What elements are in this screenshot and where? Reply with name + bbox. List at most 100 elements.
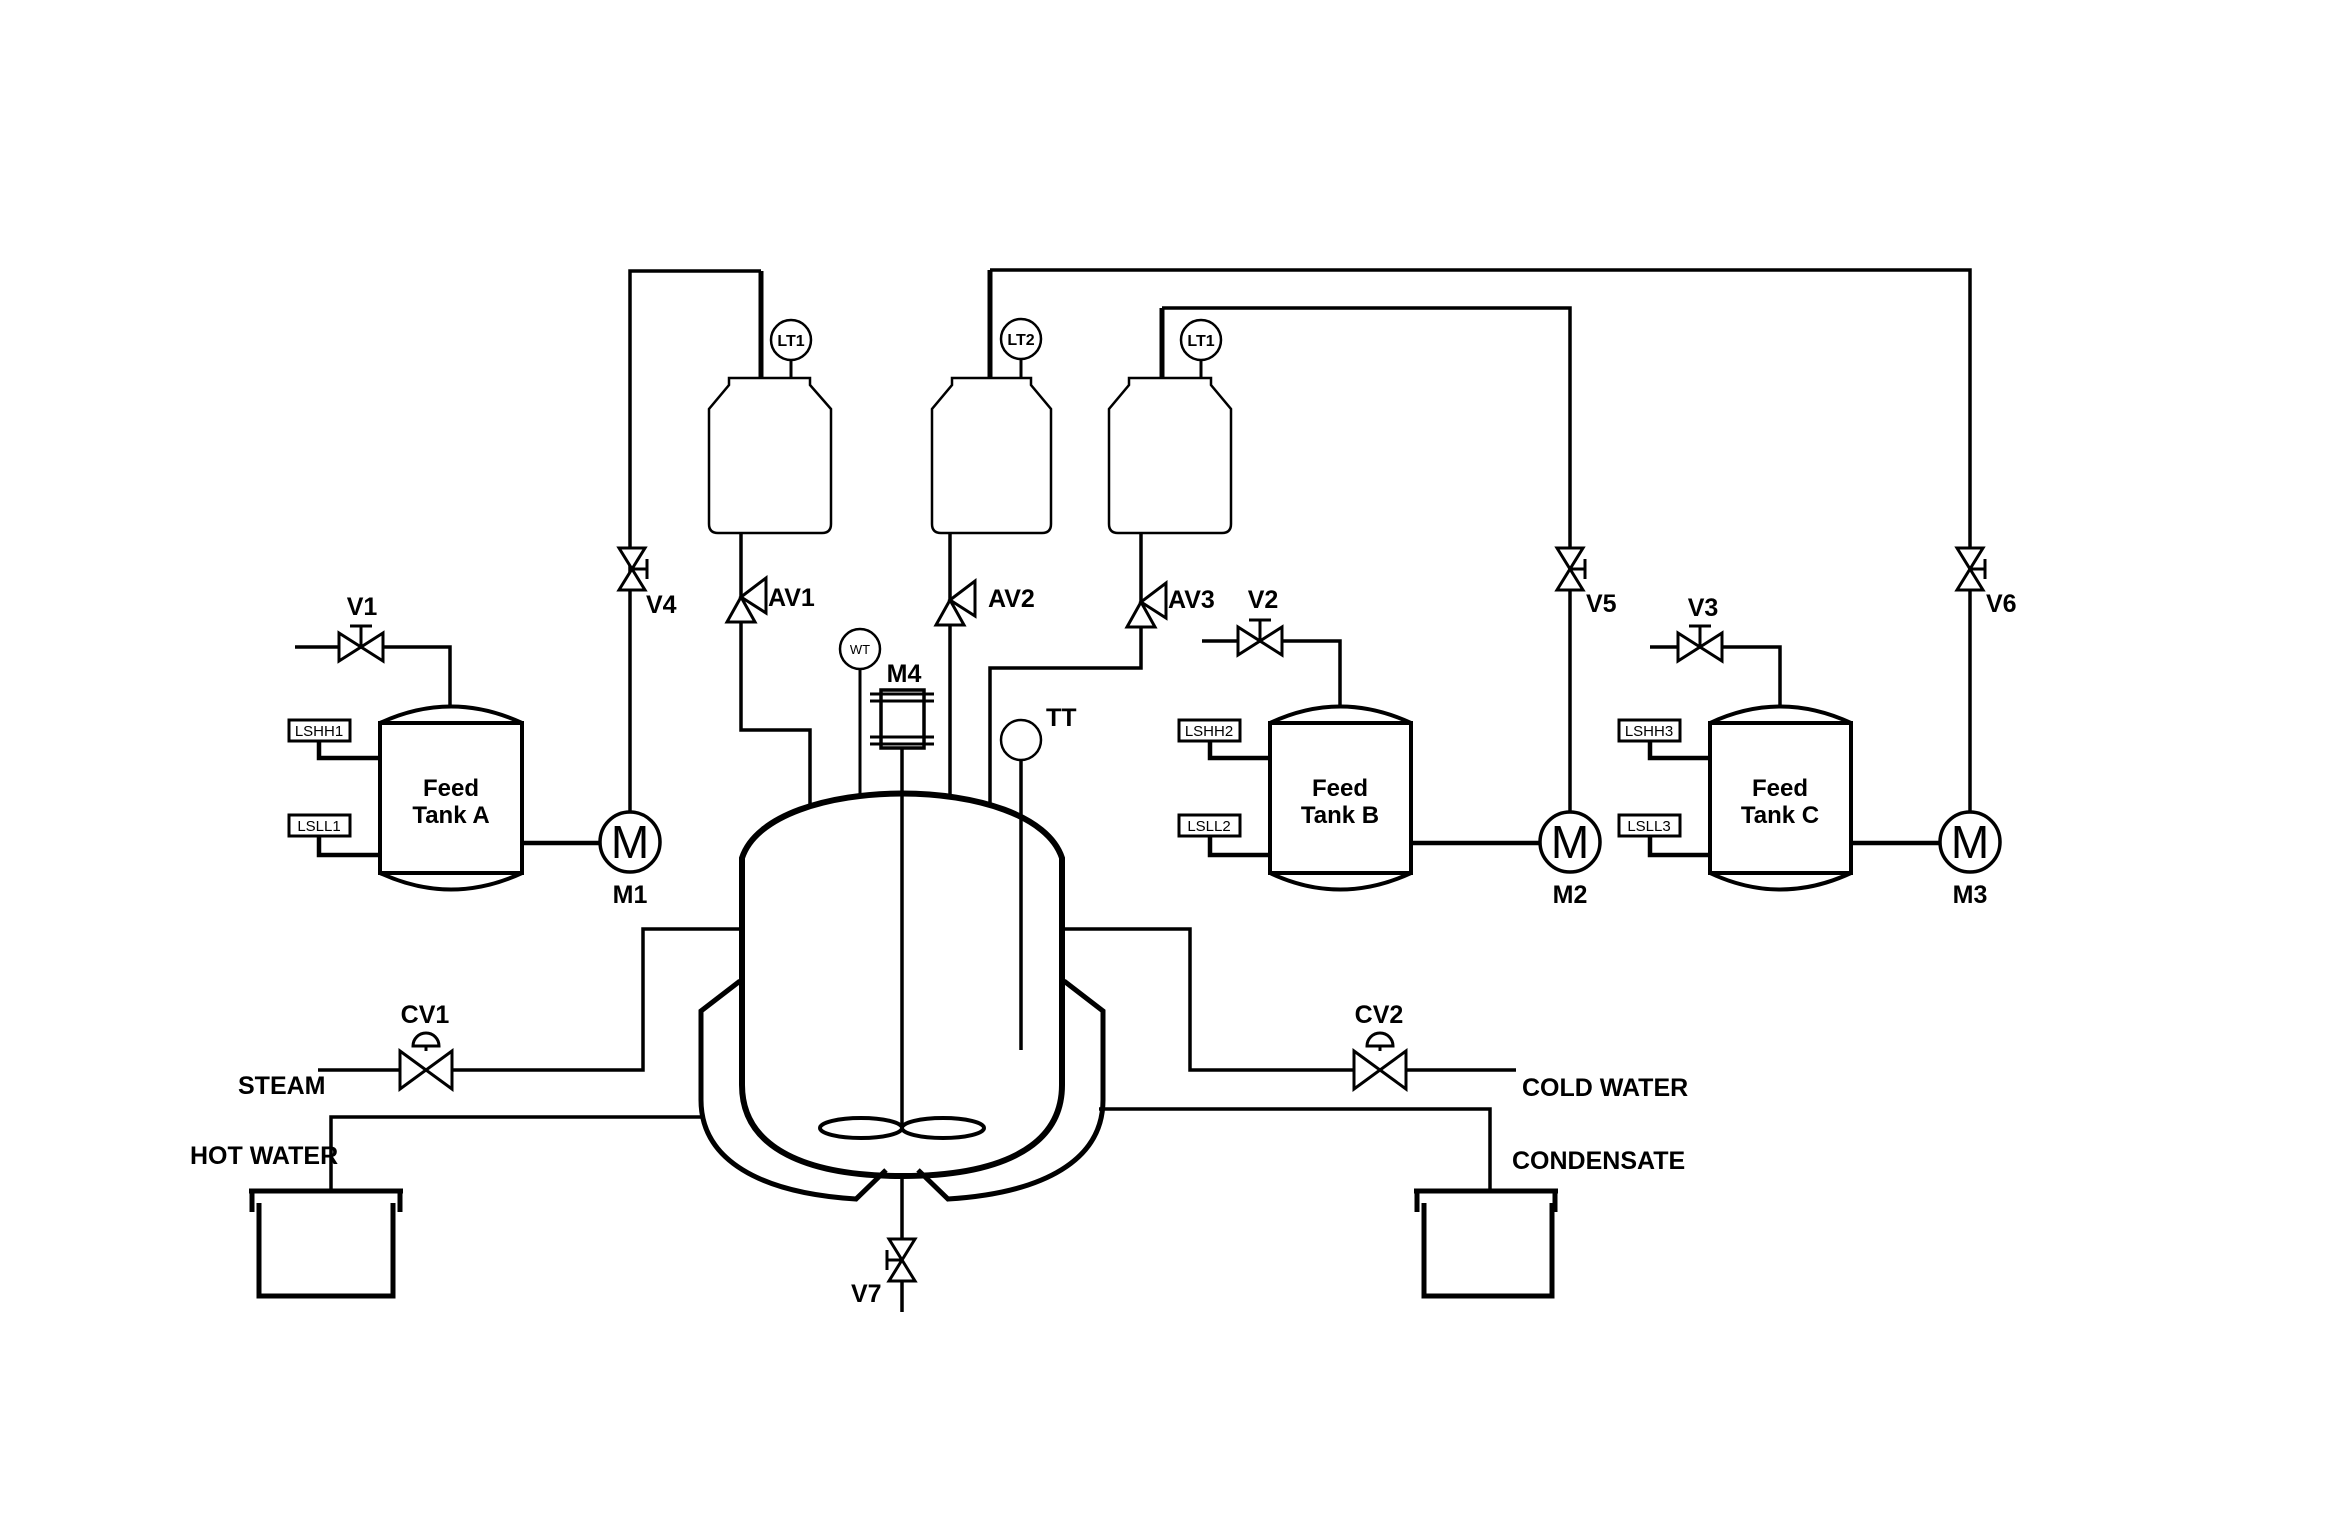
valve-v4: V4 bbox=[616, 546, 677, 619]
valve-v7-symbol bbox=[886, 1237, 918, 1283]
level-switches: LSHH1 LSLL1 LSHH2 LSLL2 LSHH3 LSLL3 bbox=[287, 718, 1682, 838]
piping bbox=[295, 268, 1972, 1191]
pump-m1-symbol bbox=[598, 810, 662, 874]
valve-cv2-label: CV2 bbox=[1355, 1001, 1404, 1029]
level-transmitter-3-bubble bbox=[1179, 318, 1223, 362]
feed-tank-a-name-line2: Tank A bbox=[412, 802, 489, 829]
temperature-transmitter-bubble bbox=[999, 718, 1043, 762]
valve-av3-label: AV3 bbox=[1168, 586, 1215, 614]
feed-tank-c: Feed Tank C bbox=[1708, 704, 1853, 892]
feed-tank-c-shell bbox=[1708, 721, 1853, 875]
lsll1-tag: LSLL1 bbox=[297, 818, 340, 835]
pump-m2-letter: M bbox=[1551, 816, 1589, 868]
pumps: M M M M1 M2 M3 bbox=[598, 810, 2002, 909]
feed-tank-b-name-line2: Tank B bbox=[1301, 802, 1379, 829]
hot-water-tank bbox=[249, 1188, 403, 1299]
agitator-motor-flanges bbox=[870, 692, 934, 746]
impeller-right-blade bbox=[900, 1116, 986, 1140]
hopper-2-vessel bbox=[930, 376, 1053, 535]
lshh3-tag: LSHH3 bbox=[1625, 723, 1673, 740]
valve-v7-stem bbox=[885, 1250, 902, 1270]
valve-av2-symbol bbox=[933, 577, 977, 627]
pipe-lshh1-connector bbox=[316, 741, 380, 761]
feed-tank-c-name-line1: Feed bbox=[1752, 775, 1808, 802]
feed-tank-b-name-line1: Feed bbox=[1312, 775, 1368, 802]
feed-tank-c-top-cap bbox=[1709, 704, 1852, 725]
pipe-lshh3-connector bbox=[1647, 741, 1710, 761]
pump-m2-symbol bbox=[1538, 810, 1602, 874]
feed-tank-c-bottom-cap bbox=[1709, 871, 1852, 892]
valve-v2: V2 bbox=[1236, 586, 1284, 658]
feed-tank-b-top-cap bbox=[1269, 704, 1412, 725]
valve-v6-symbol bbox=[1954, 546, 1986, 592]
hopper-1-vessel bbox=[707, 376, 833, 535]
valve-v3-label: V3 bbox=[1688, 594, 1719, 622]
valve-v4-symbol bbox=[616, 546, 648, 592]
valve-v4-label: V4 bbox=[646, 591, 677, 619]
temperature-transmitter-label: TT bbox=[1046, 704, 1077, 732]
valve-v5-label: V5 bbox=[1586, 590, 1617, 618]
level-transmitter-2-bubble bbox=[999, 317, 1043, 361]
valve-v1-symbol bbox=[337, 630, 385, 664]
valve-v1: V1 bbox=[337, 593, 385, 664]
pump-m3-letter: M bbox=[1951, 816, 1989, 868]
pump-m2-label: M2 bbox=[1553, 881, 1588, 909]
pipe-m3-discharge bbox=[990, 268, 1972, 811]
condensate-tank-shape bbox=[1414, 1188, 1558, 1299]
valve-v6: V6 bbox=[1954, 546, 2017, 618]
steam-label: STEAM bbox=[238, 1072, 326, 1100]
lshh2-tag: LSHH2 bbox=[1185, 723, 1233, 740]
feed-tank-a-bottom-cap bbox=[379, 871, 523, 892]
valve-cv2-symbol bbox=[1352, 1048, 1408, 1092]
feed-tank-a-name-line1: Feed bbox=[423, 775, 479, 802]
valve-av2-label: AV2 bbox=[988, 585, 1035, 613]
valve-av3-symbol bbox=[1124, 579, 1168, 629]
reactor-jacket-left bbox=[698, 979, 888, 1202]
valve-cv1-symbol bbox=[398, 1048, 454, 1092]
weigh-hoppers: LT1 LT2 LT1 bbox=[707, 317, 1233, 535]
valve-v7-label: V7 bbox=[851, 1280, 882, 1308]
lshh2-box bbox=[1177, 718, 1242, 743]
valve-v7: V7 bbox=[851, 1237, 918, 1308]
valve-v6-stem bbox=[1970, 559, 1987, 579]
hot-water-label: HOT WATER bbox=[190, 1142, 338, 1170]
condensate-label: CONDENSATE bbox=[1512, 1147, 1685, 1175]
valve-v4-stem bbox=[632, 559, 649, 579]
valve-v2-label: V2 bbox=[1248, 586, 1279, 614]
pipe-m2-discharge bbox=[1162, 306, 1572, 811]
valve-v3-symbol bbox=[1676, 630, 1724, 664]
valve-v5: V5 bbox=[1554, 546, 1617, 618]
lsll2-tag: LSLL2 bbox=[1187, 818, 1230, 835]
lsll1-box bbox=[287, 813, 352, 838]
lshh3-box bbox=[1617, 718, 1682, 743]
valve-av1-label: AV1 bbox=[768, 584, 815, 612]
weight-transmitter-bubble bbox=[838, 627, 882, 671]
reactor: M4 WT TT bbox=[698, 627, 1106, 1312]
valve-av2: AV2 bbox=[933, 577, 1035, 627]
pump-m1-label: M1 bbox=[613, 881, 648, 909]
feed-tank-b-shell bbox=[1268, 721, 1413, 875]
pipe-cold-water bbox=[1064, 927, 1516, 1072]
valve-v3: V3 bbox=[1676, 594, 1724, 664]
pump-m3-symbol bbox=[1938, 810, 2002, 874]
valve-v2-symbol bbox=[1236, 624, 1284, 658]
valve-v1-stem bbox=[350, 624, 372, 647]
lsll2-box bbox=[1177, 813, 1242, 838]
lsll3-tag: LSLL3 bbox=[1627, 818, 1670, 835]
feed-tank-b: Feed Tank B bbox=[1268, 704, 1413, 892]
level-transmitter-3-tag: LT1 bbox=[1187, 333, 1214, 350]
agitator-motor-body bbox=[879, 688, 926, 750]
pump-m3-label: M3 bbox=[1953, 881, 1988, 909]
pipe-tank-b-inlet bbox=[1202, 639, 1342, 706]
feed-tank-a-top-cap bbox=[379, 704, 523, 725]
valve-cv2: CV2 bbox=[1352, 1001, 1408, 1092]
valve-v1-label: V1 bbox=[347, 593, 378, 621]
reactor-jacket-right bbox=[916, 979, 1106, 1202]
valve-v3-stem bbox=[1689, 624, 1711, 647]
pipe-lsll3-connector bbox=[1647, 836, 1710, 858]
stream-labels: STEAM HOT WATER COLD WATER CONDENSATE bbox=[190, 1072, 1688, 1175]
feed-tank-a-shell bbox=[378, 721, 524, 875]
pipe-m1-discharge bbox=[628, 269, 761, 811]
